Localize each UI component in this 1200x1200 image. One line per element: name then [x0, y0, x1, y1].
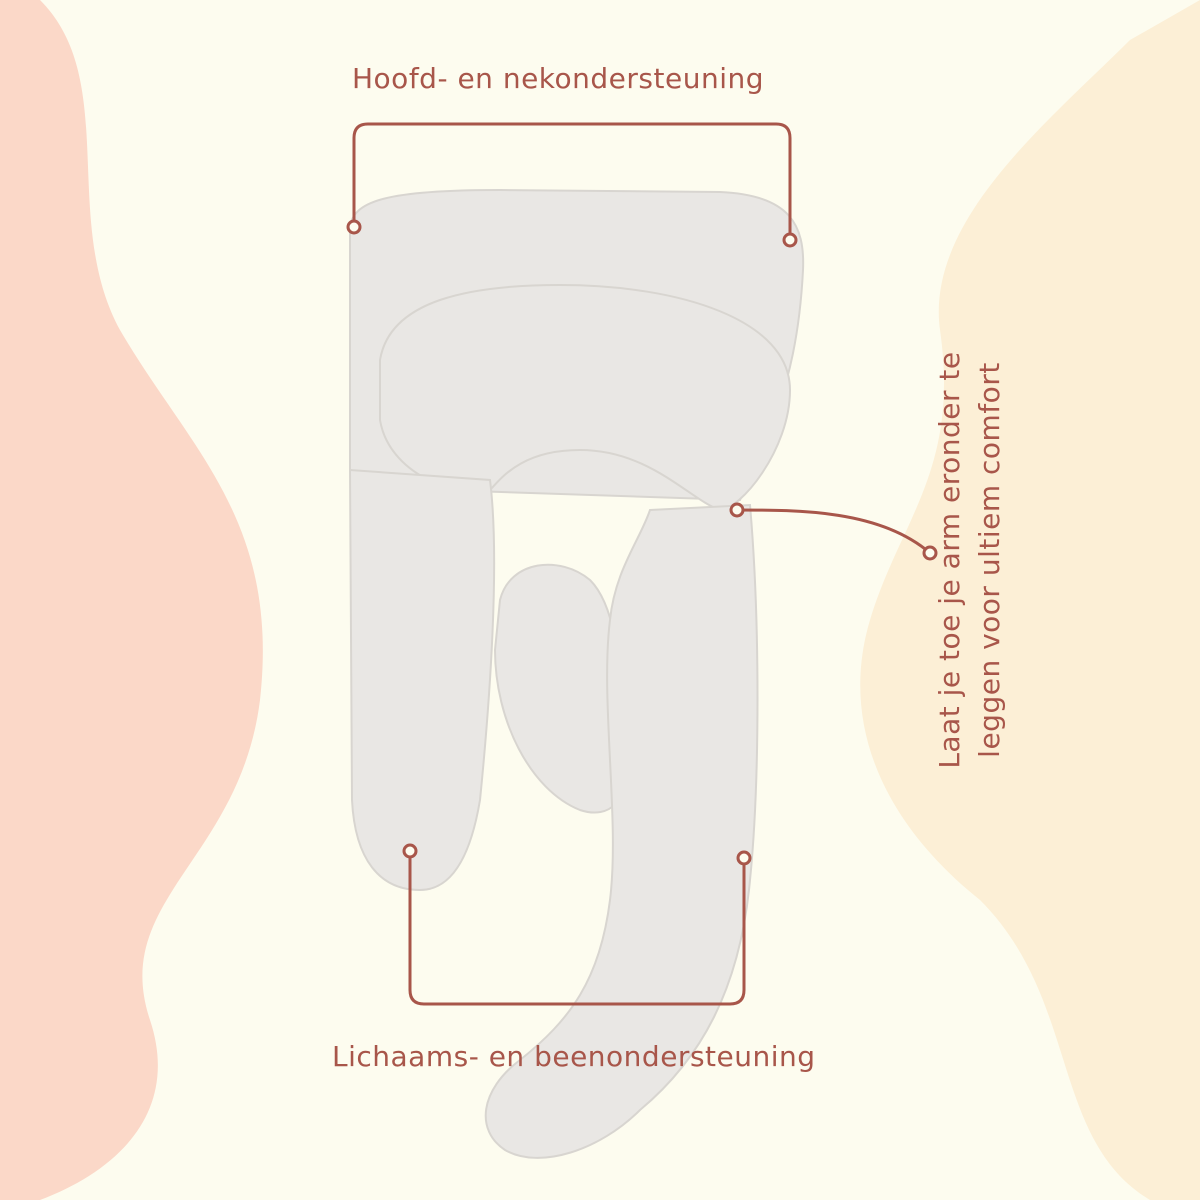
dot — [736, 850, 752, 866]
body-bracket — [408, 850, 746, 1006]
arm-label-line-1: Laat je toe je arm eronder te — [933, 351, 966, 769]
dot — [402, 843, 418, 859]
body-leg-support-label: Lichaams- en beenondersteuning — [332, 1040, 816, 1073]
arm-label-line-2: leggen voor ultiem comfort — [973, 362, 1006, 758]
dot — [922, 545, 938, 561]
arm-line — [736, 508, 931, 555]
dot — [782, 232, 798, 248]
body-leg — [484, 503, 759, 1159]
dot — [729, 502, 745, 518]
left-arm — [348, 468, 496, 892]
pillow — [348, 188, 805, 1159]
arm-support-label: Laat je toe je arm eronder te leggen voo… — [930, 350, 1010, 770]
small-bump — [493, 563, 627, 814]
head-neck-support-label: Hoofd- en nekondersteuning — [352, 62, 764, 95]
head-bracket — [352, 122, 792, 238]
right-blob — [860, 0, 1200, 1200]
callout-lines — [352, 122, 931, 1006]
left-blob — [0, 0, 263, 1200]
callout-dots — [346, 219, 938, 866]
dot — [346, 219, 362, 235]
